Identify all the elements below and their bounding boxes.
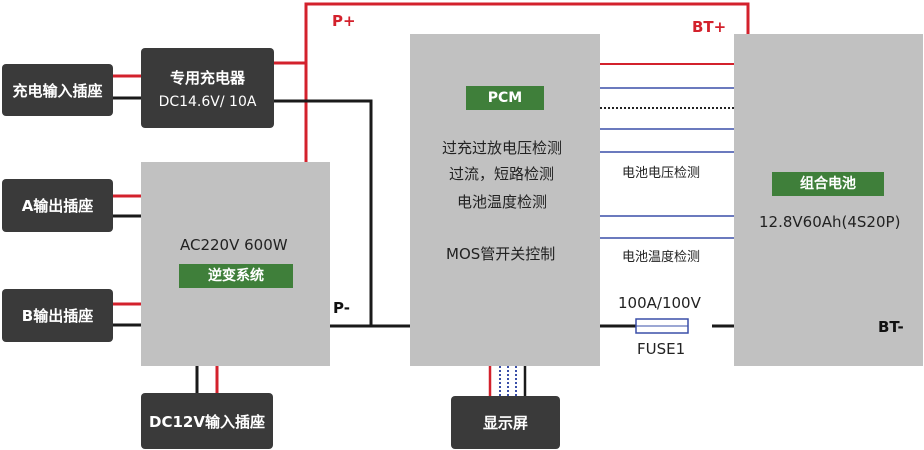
- bt-plus-label: BT+: [692, 18, 727, 36]
- inverter-spec: AC220V 600W: [180, 236, 288, 254]
- display-label: 显示屏: [482, 414, 528, 432]
- display-screen: 显示屏: [451, 396, 560, 449]
- p-plus-label: P+: [332, 12, 356, 30]
- charger-negative-wire: [274, 99, 373, 326]
- cell-voltage-label: 电池电压检测: [622, 166, 701, 181]
- battery-spec: 12.8V60Ah(4S20P): [759, 213, 901, 231]
- fuse-name-label: FUSE1: [637, 340, 686, 358]
- b-output-label: B输出插座: [21, 307, 94, 325]
- p-plus-wire: [304, 2, 750, 162]
- pcm-tag: PCM: [466, 86, 544, 110]
- charger-spec: DC14.6V/ 10A: [158, 93, 257, 110]
- pcm-line-2: 过流，短路检测: [449, 165, 555, 183]
- dc12v-input-socket: DC12V输入插座: [141, 393, 273, 449]
- pcm-line-1: 过充过放电压检测: [442, 139, 563, 157]
- dedicated-charger: 专用充电器 DC14.6V/ 10A: [141, 48, 274, 128]
- fuse-rating-label: 100A/100V: [618, 294, 701, 312]
- a-output-socket: A输出插座: [2, 179, 113, 232]
- pcm-mos-label: MOS管开关控制: [446, 245, 556, 263]
- b-output-socket: B输出插座: [2, 289, 113, 342]
- charger-title: 专用充电器: [169, 68, 245, 87]
- p-minus-label: P-: [333, 299, 350, 317]
- a-output-label: A输出插座: [21, 197, 94, 215]
- cell-temp-label: 电池温度检测: [622, 250, 701, 265]
- bt-minus-label: BT-: [878, 318, 904, 336]
- battery-tag: 组合电池: [772, 172, 884, 196]
- pcm-line-3: 电池温度检测: [457, 193, 548, 211]
- charge-input-label: 充电输入插座: [12, 81, 103, 100]
- inverter-tag: 逆变系统: [179, 264, 293, 288]
- dc12v-input-label: DC12V输入插座: [149, 412, 265, 431]
- charge-input-socket: 充电输入插座: [2, 64, 113, 116]
- battery-pack: [734, 34, 923, 366]
